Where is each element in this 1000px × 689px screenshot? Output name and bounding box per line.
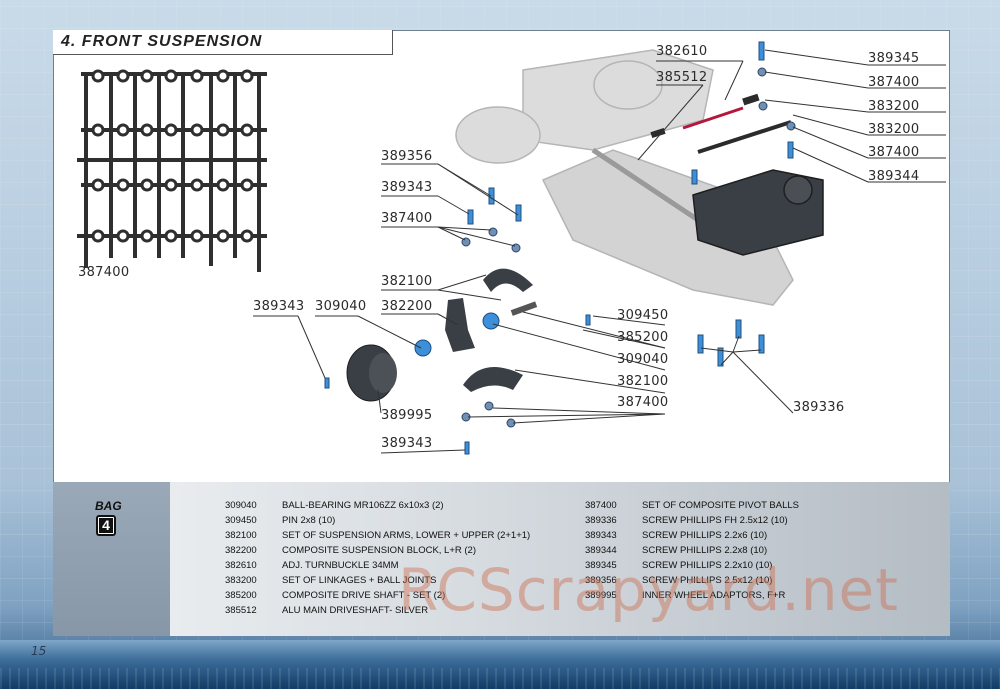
suspension-block [445, 298, 475, 352]
parts-list: 309040 BALL-BEARING MR106ZZ 6x10x3 (2) 309… [170, 482, 950, 636]
part-number: 389336 [585, 515, 617, 526]
watermark-text: RCScrapyard.net [398, 556, 899, 624]
part-number: 383200 [225, 575, 257, 586]
page-title: 4. FRONT SUSPENSION [61, 33, 263, 50]
part-number: 389343 [585, 530, 617, 541]
callout-309040-right: 309040 [617, 352, 669, 367]
part-number: 382200 [225, 545, 257, 556]
callout-387400-r1: 387400 [868, 75, 920, 90]
part-description: SCREW PHILLIPS FH 2.5x12 (10) [642, 515, 788, 526]
bearing-left [414, 339, 432, 357]
part-number: 385200 [225, 590, 257, 601]
callout-387400-bottom: 387400 [617, 395, 669, 410]
callout-389995: 389995 [381, 408, 433, 423]
part-number: 389344 [585, 545, 617, 556]
leader-lines [253, 49, 946, 454]
bag-indicator: BAG 4 [53, 482, 170, 636]
callout-309040-left: 309040 [315, 299, 367, 314]
part-description: BALL-BEARING MR106ZZ 6x10x3 (2) [282, 500, 444, 511]
diagram-illustration [77, 41, 946, 455]
parts-sprue [77, 72, 267, 272]
drive-shaft [510, 301, 538, 316]
callout-389345: 389345 [868, 51, 920, 66]
callout-382100-top: 382100 [381, 274, 433, 289]
part-description: SCREW PHILLIPS 2.2x10 (10) [642, 560, 773, 571]
exploded-diagram: 387400 382610 385512 389345 387400 38320… [53, 30, 950, 482]
chassis-ghost [455, 49, 794, 306]
part-description: COMPOSITE SUSPENSION BLOCK, L+R (2) [282, 545, 477, 556]
part-description: SET OF LINKAGES + BALL JOINTS [282, 575, 437, 586]
bearing-right [482, 312, 500, 330]
pivot-balls-blue [461, 67, 796, 428]
bag-number-icon: 4 [96, 515, 116, 536]
part-description: SET OF SUSPENSION ARMS, LOWER + UPPER (2… [282, 530, 531, 541]
callout-389344: 389344 [868, 169, 920, 184]
part-number: 389356 [585, 575, 617, 586]
callout-382610: 382610 [656, 44, 708, 59]
sprue-balls [91, 69, 254, 243]
part-number: 389345 [585, 560, 617, 571]
turnbuckle [682, 106, 744, 130]
callout-389336: 389336 [793, 400, 845, 415]
callout-387400-r2: 387400 [868, 145, 920, 160]
part-number: 389995 [585, 590, 617, 601]
callout-389343-left: 389343 [253, 299, 305, 314]
callout-389343-bottom: 389343 [381, 436, 433, 451]
bag-label: BAG [95, 499, 122, 513]
lower-arm [463, 367, 523, 392]
callout-387400-l: 387400 [381, 211, 433, 226]
part-description: COMPOSITE DRIVE SHAFT - SET (2) [282, 590, 446, 601]
callout-382200: 382200 [381, 299, 433, 314]
part-description: SCREW PHILLIPS 2.2x8 (10) [642, 545, 768, 556]
part-description: SCREW PHILLIPS 2.5x12 (10) [642, 575, 773, 586]
callout-385512: 385512 [656, 70, 708, 85]
callout-309450: 309450 [617, 308, 669, 323]
part-description: SCREW PHILLIPS 2.2x6 (10) [642, 530, 768, 541]
callout-383200-b: 383200 [868, 122, 920, 137]
part-description: SET OF COMPOSITE PIVOT BALLS [642, 500, 799, 511]
part-description: PIN 2x8 (10) [282, 515, 336, 526]
bottom-band [0, 640, 1000, 689]
part-number: 382610 [225, 560, 257, 571]
page-number: 15 [31, 644, 47, 658]
callout-sprue: 387400 [78, 265, 130, 280]
part-description: INNER WHEEL ADAPTORS, F+R [642, 590, 786, 601]
part-number: 309040 [225, 500, 257, 511]
part-number: 385512 [225, 605, 257, 616]
screws-blue [324, 41, 794, 455]
callout-385200: 385200 [617, 330, 669, 345]
part-number: 382100 [225, 530, 257, 541]
part-number: 387400 [585, 500, 617, 511]
section-title-tab: 4. FRONT SUSPENSION [53, 30, 393, 55]
callout-389343-top: 389343 [381, 180, 433, 195]
part-description: ALU MAIN DRIVESHAFT- SILVER [282, 605, 429, 616]
upper-arm [483, 268, 533, 292]
part-number: 309450 [225, 515, 257, 526]
callout-383200-a: 383200 [868, 99, 920, 114]
callout-382100-bottom: 382100 [617, 374, 669, 389]
part-description: ADJ. TURNBUCKLE 34MM [282, 560, 399, 571]
callout-389356: 389356 [381, 149, 433, 164]
linkage [697, 120, 792, 154]
gearbox [692, 169, 824, 256]
